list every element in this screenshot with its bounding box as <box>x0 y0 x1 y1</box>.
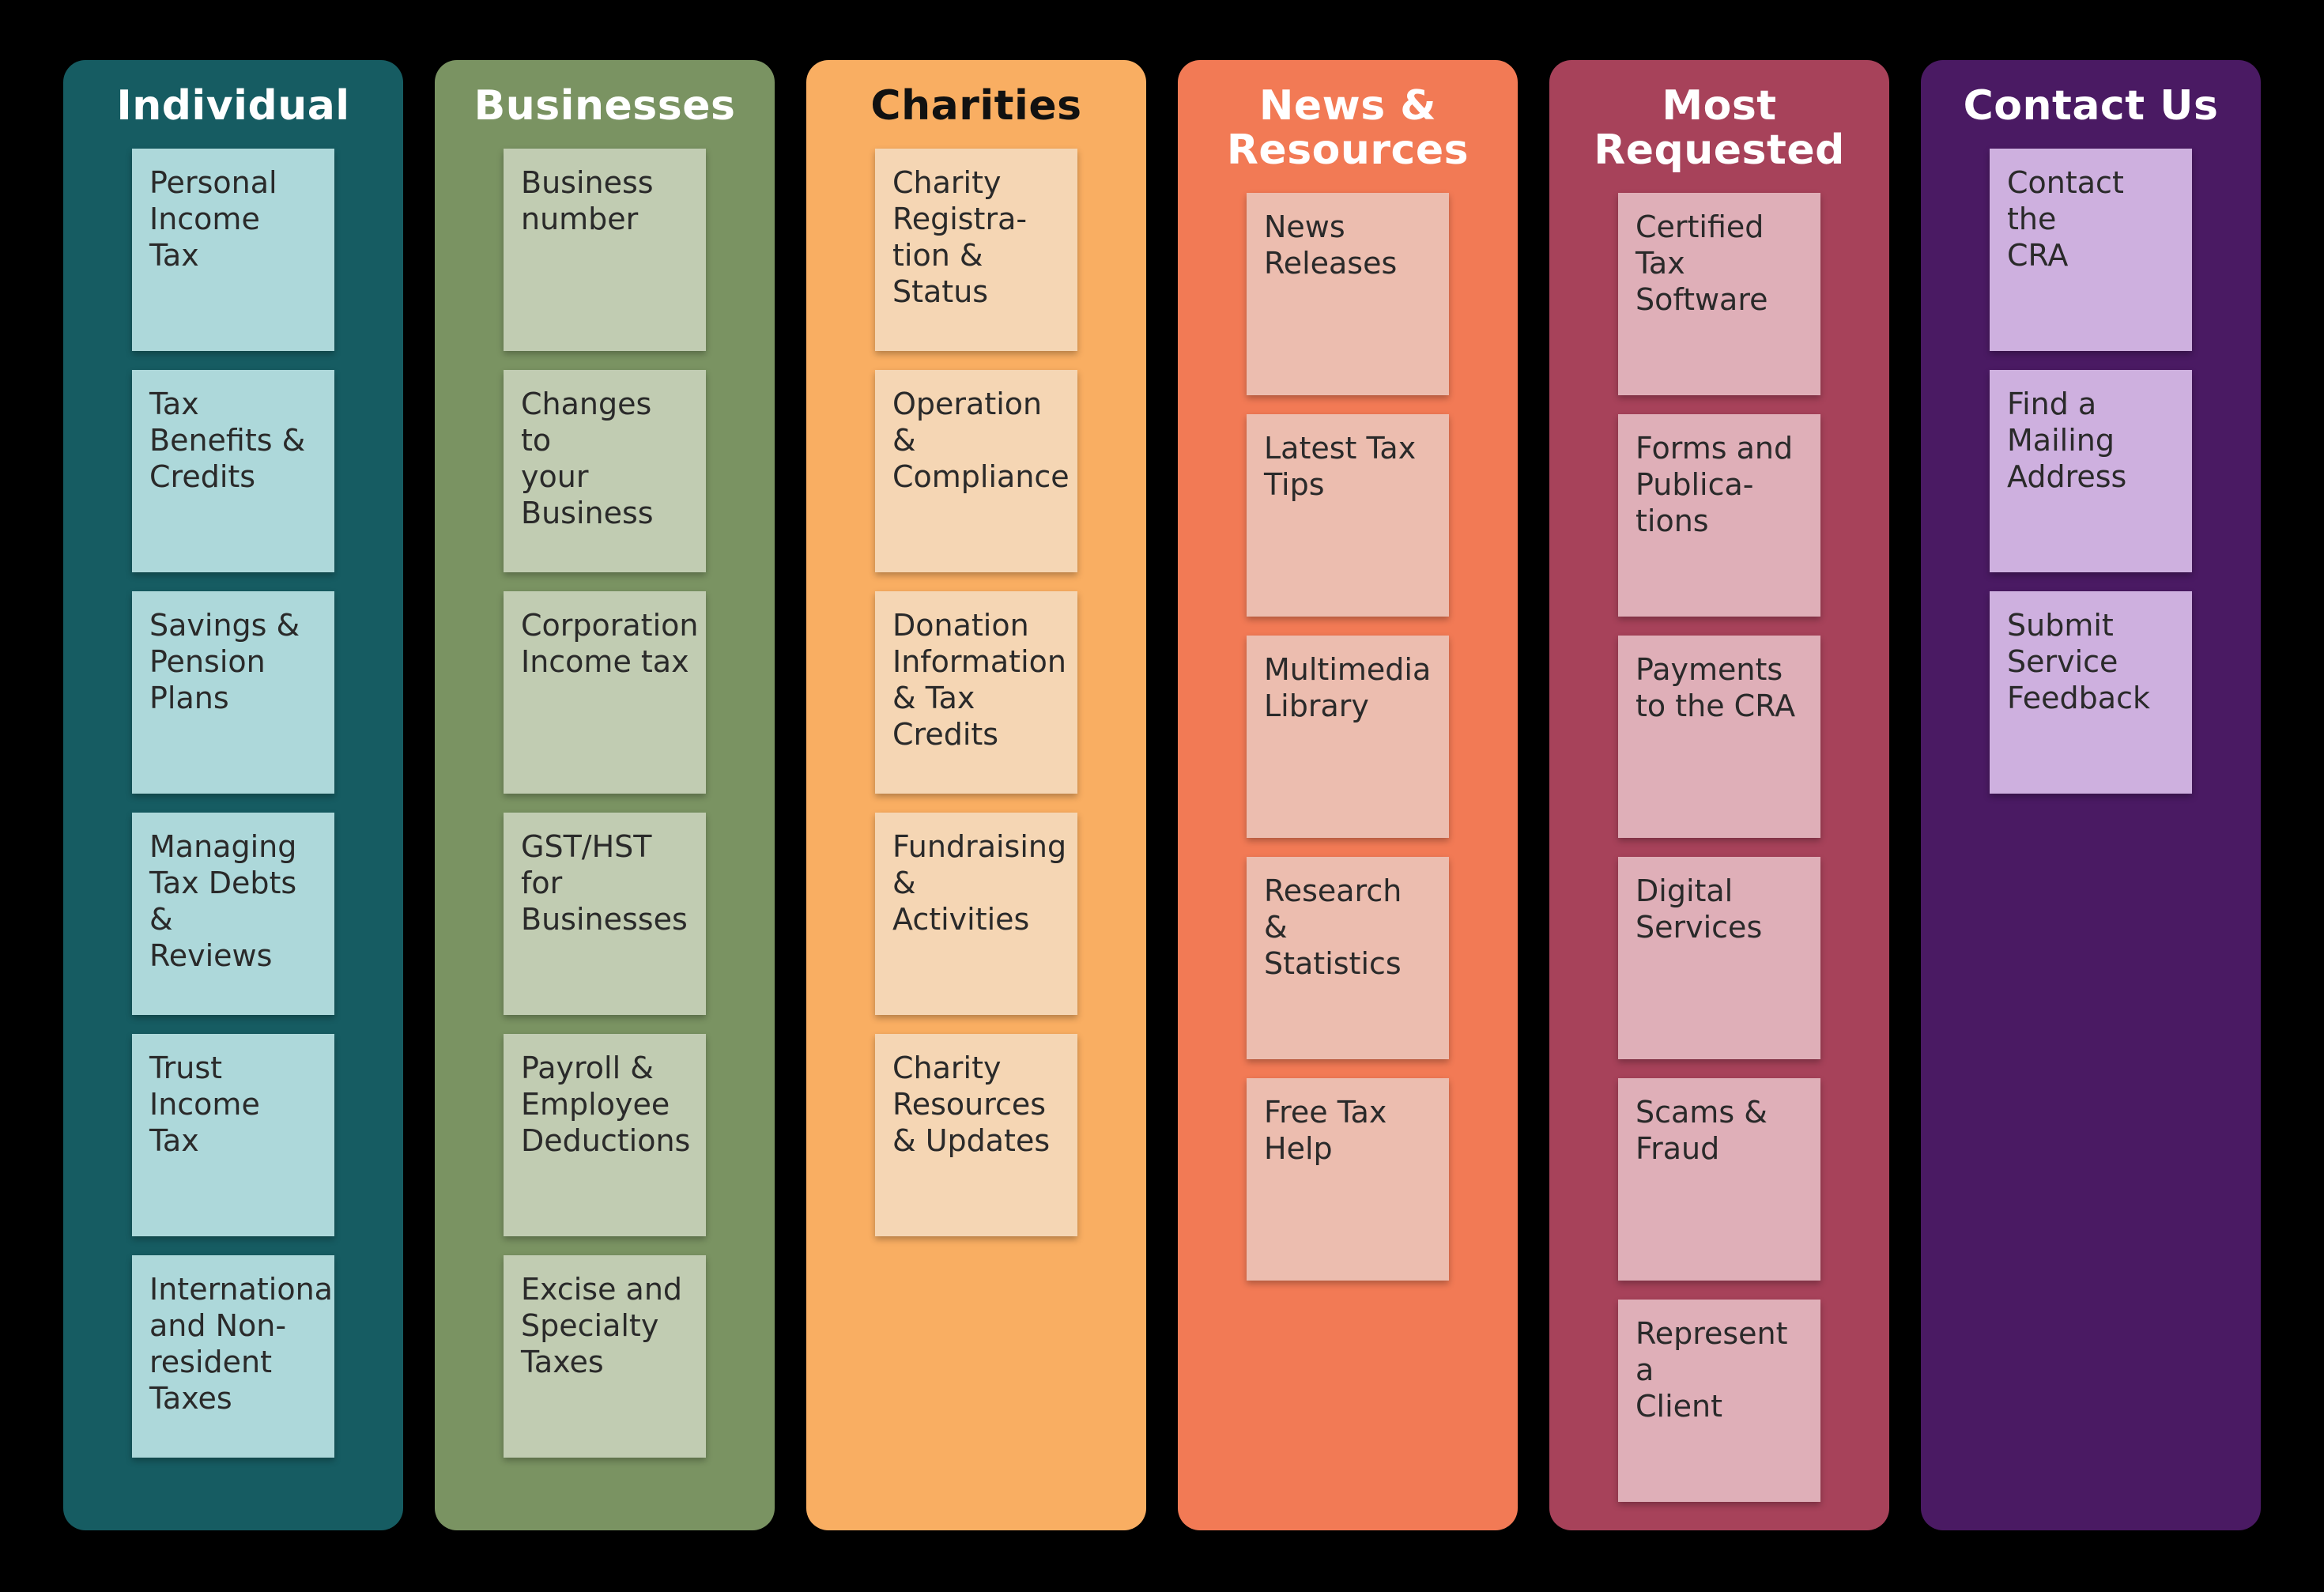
card-latest-tax-tips[interactable]: Latest Tax Tips <box>1247 414 1449 617</box>
cards-individual: Personal Income Tax Tax Benefits & Credi… <box>132 149 334 1458</box>
column-title-individual[interactable]: Individual <box>116 82 350 130</box>
card-charity-resources-updates[interactable]: Charity Resources & Updates <box>875 1034 1077 1236</box>
column-contact-us: Contact Us Contact the CRA Find a Mailin… <box>1921 60 2261 1530</box>
card-tax-benefits-credits[interactable]: Tax Benefits & Credits <box>132 370 334 572</box>
card-fundraising-activities[interactable]: Fundraising & Activities <box>875 813 1077 1015</box>
card-donation-information-tax-credits[interactable]: Donation Information & Tax Credits <box>875 591 1077 794</box>
card-operation-compliance[interactable]: Operation & Compliance <box>875 370 1077 572</box>
card-digital-services[interactable]: Digital Services <box>1618 857 1820 1059</box>
column-businesses: Businesses Business number Changes to yo… <box>435 60 775 1530</box>
card-payroll-employee-deductions[interactable]: Payroll & Employee Deductions <box>504 1034 706 1236</box>
column-individual: Individual Personal Income Tax Tax Benef… <box>63 60 403 1530</box>
column-title-businesses[interactable]: Businesses <box>473 82 736 130</box>
cards-most-requested: Certified Tax Software Forms and Publica… <box>1618 193 1820 1502</box>
card-changes-to-your-business[interactable]: Changes to your Business <box>504 370 706 572</box>
card-excise-specialty-taxes[interactable]: Excise and Specialty Taxes <box>504 1255 706 1458</box>
cards-businesses: Business number Changes to your Business… <box>504 149 706 1458</box>
category-board: Individual Personal Income Tax Tax Benef… <box>63 60 2261 1530</box>
card-scams-fraud[interactable]: Scams & Fraud <box>1618 1078 1820 1281</box>
card-represent-a-client[interactable]: Represent a Client <box>1618 1300 1820 1502</box>
card-gst-hst-for-businesses[interactable]: GST/HST for Businesses <box>504 813 706 1015</box>
column-title-news-resources[interactable]: News & Resources <box>1226 82 1469 174</box>
card-business-number[interactable]: Business number <box>504 149 706 351</box>
card-certified-tax-software[interactable]: Certified Tax Software <box>1618 193 1820 395</box>
card-multimedia-library[interactable]: Multimedia Library <box>1247 636 1449 838</box>
card-savings-pension-plans[interactable]: Savings & Pension Plans <box>132 591 334 794</box>
card-charity-registration-status[interactable]: Charity Registra- tion & Status <box>875 149 1077 351</box>
card-managing-tax-debts-reviews[interactable]: Managing Tax Debts & Reviews <box>132 813 334 1015</box>
card-forms-publications[interactable]: Forms and Publica- tions <box>1618 414 1820 617</box>
card-news-releases[interactable]: News Releases <box>1247 193 1449 395</box>
card-find-a-mailing-address[interactable]: Find a Mailing Address <box>1990 370 2192 572</box>
card-research-statistics[interactable]: Research & Statistics <box>1247 857 1449 1059</box>
column-title-contact-us[interactable]: Contact Us <box>1963 82 2219 130</box>
cards-contact-us: Contact the CRA Find a Mailing Address S… <box>1990 149 2192 794</box>
card-contact-the-cra[interactable]: Contact the CRA <box>1990 149 2192 351</box>
cards-news-resources: News Releases Latest Tax Tips Multimedia… <box>1247 193 1449 1281</box>
card-international-non-resident-taxes[interactable]: International and Non- resident Taxes <box>132 1255 334 1458</box>
column-title-charities[interactable]: Charities <box>870 82 1082 130</box>
cards-charities: Charity Registra- tion & Status Operatio… <box>875 149 1077 1236</box>
card-corporation-income-tax[interactable]: Corporation Income tax <box>504 591 706 794</box>
card-personal-income-tax[interactable]: Personal Income Tax <box>132 149 334 351</box>
column-title-most-requested[interactable]: Most Requested <box>1594 82 1845 174</box>
card-free-tax-help[interactable]: Free Tax Help <box>1247 1078 1449 1281</box>
card-trust-income-tax[interactable]: Trust Income Tax <box>132 1034 334 1236</box>
column-news-resources: News & Resources News Releases Latest Ta… <box>1178 60 1518 1530</box>
card-payments-to-the-cra[interactable]: Payments to the CRA <box>1618 636 1820 838</box>
card-submit-service-feedback[interactable]: Submit Service Feedback <box>1990 591 2192 794</box>
column-most-requested: Most Requested Certified Tax Software Fo… <box>1549 60 1889 1530</box>
column-charities: Charities Charity Registra- tion & Statu… <box>806 60 1146 1530</box>
